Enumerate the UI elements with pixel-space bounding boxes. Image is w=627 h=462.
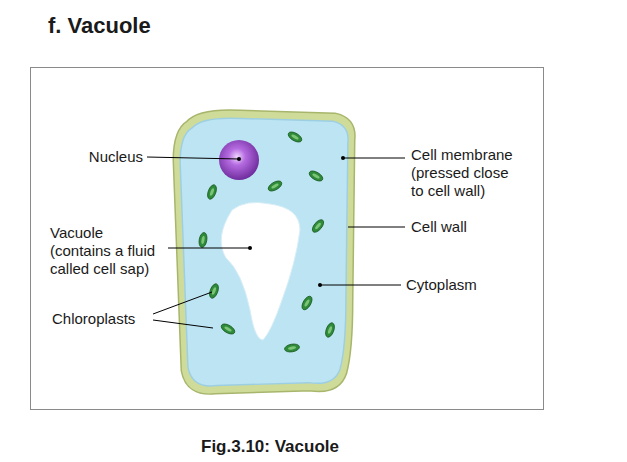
part-label: Nucleus: [89, 148, 143, 166]
chloroplasts: [198, 130, 336, 353]
cell-wall-fill: [178, 115, 350, 390]
part-label: Vacuole (contains a fluid called cell sa…: [50, 224, 155, 278]
cell-wall: [178, 115, 350, 390]
leader-dots: [237, 156, 345, 287]
figure-caption: Fig.3.10: Vacuole: [201, 437, 339, 457]
vacuole: [221, 202, 300, 340]
part-label: Chloroplasts: [52, 310, 135, 328]
part-label: Cell membrane (pressed close to cell wal…: [411, 146, 513, 200]
nucleus: [219, 140, 259, 180]
part-label: Cell wall: [411, 218, 467, 236]
part-label: Cytoplasm: [406, 276, 477, 294]
frame: [31, 68, 544, 410]
leader-lines: [147, 157, 405, 328]
figure-title: f. Vacuole: [48, 13, 151, 39]
